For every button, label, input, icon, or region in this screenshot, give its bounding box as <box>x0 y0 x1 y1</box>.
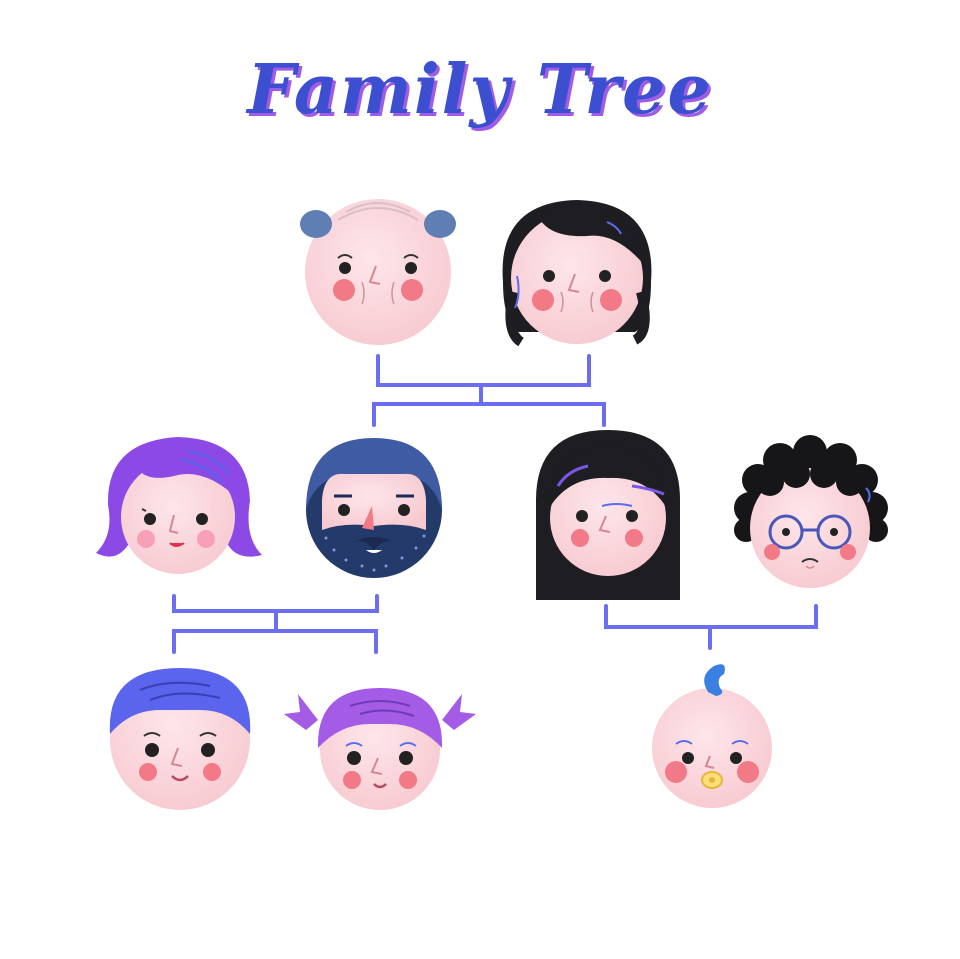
connector-right-couple <box>604 604 818 629</box>
pigtails-girl-face <box>284 688 476 810</box>
page-title: Family Tree <box>247 50 713 130</box>
curly-hair-glasses-man-face <box>734 435 888 588</box>
blue-hair-boy-face <box>109 668 251 810</box>
connector-grandparents-couple <box>376 354 591 387</box>
short-black-hair-grandmother-face <box>502 200 652 347</box>
bearded-man-face <box>306 438 442 578</box>
purple-bob-hair-woman-face <box>96 437 262 574</box>
connector-generation2-bar <box>372 402 606 427</box>
baby-with-pacifier-face <box>652 664 772 808</box>
connectors <box>172 354 818 654</box>
long-black-hair-woman-face <box>536 430 680 600</box>
connector-left-children-bar <box>172 629 378 654</box>
bald-grandfather-face <box>300 199 456 345</box>
connector-left-couple <box>172 594 379 613</box>
